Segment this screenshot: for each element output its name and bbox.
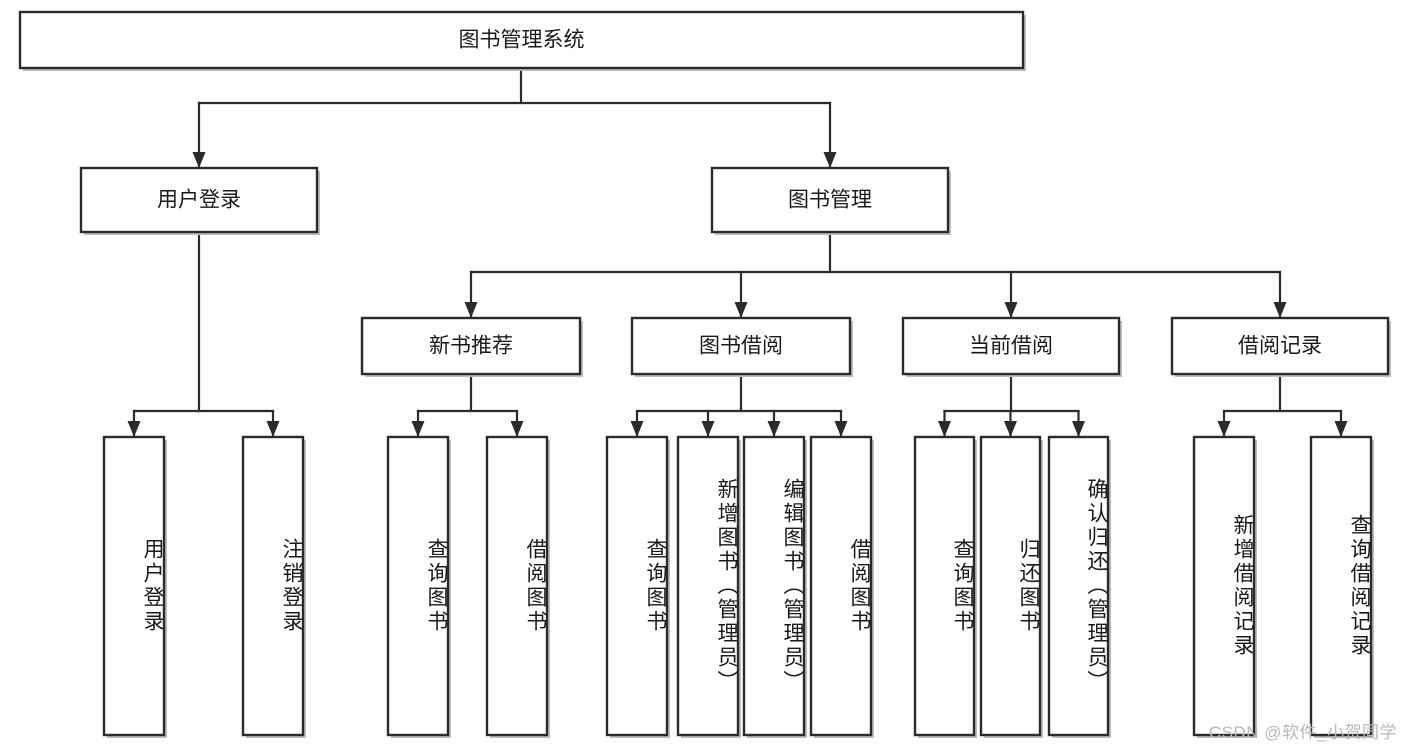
node-leaf-10[interactable] (1047, 435, 1110, 737)
arrowhead-icon-leaf-2 (411, 421, 425, 437)
node-leaf-3[interactable] (485, 435, 549, 737)
node-leaf-label-8: 查询图书 (951, 538, 974, 634)
arrowhead-icon-leaf-10 (1072, 421, 1085, 437)
node-leaf-label-11: 新增借阅记录 (1231, 514, 1254, 658)
node-leaf-label-0: 用户登录 (141, 538, 164, 634)
node-level2-1[interactable] (710, 166, 950, 234)
arrowhead-icon-level3-2 (1004, 302, 1018, 318)
node-leaf-9[interactable] (979, 435, 1042, 737)
node-leaf-label-12: 查询借阅记录 (1348, 514, 1371, 658)
arrowhead-icon-leaf-3 (510, 421, 524, 437)
node-leaf-5[interactable] (676, 435, 740, 737)
arrowhead-icon-leaf-6 (767, 421, 781, 437)
node-level2-0[interactable] (79, 166, 319, 234)
node-leaf-6[interactable] (742, 435, 806, 737)
node-leaf-4[interactable] (605, 435, 669, 737)
node-leaf-label-7: 借阅图书 (848, 538, 871, 634)
node-level2-label-0: 用户登录 (157, 189, 241, 212)
arrowhead-icon-level2-0 (192, 152, 206, 168)
node-leaf-label-9: 归还图书 (1017, 538, 1040, 634)
node-leaf-label-1: 注销登录 (280, 538, 303, 634)
arrowhead-icon-leaf-4 (630, 421, 644, 437)
arrowhead-icon-leaf-11 (1217, 421, 1231, 437)
arrowhead-icon-leaf-5 (701, 421, 715, 437)
node-leaf-0[interactable] (102, 435, 166, 737)
node-level3-1[interactable] (630, 316, 852, 376)
node-root[interactable] (18, 10, 1025, 70)
node-level3-label-1: 图书借阅 (699, 335, 783, 358)
arrowhead-icon-level3-1 (734, 302, 748, 318)
node-level3-label-0: 新书推荐 (429, 335, 513, 358)
arrowhead-icon-leaf-7 (834, 421, 848, 437)
node-leaf-1[interactable] (241, 435, 305, 737)
node-level3-0[interactable] (360, 316, 582, 376)
node-leaf-label-6: 编辑图书（管理员） (781, 478, 804, 694)
node-level3-label-2: 当前借阅 (969, 335, 1053, 358)
node-leaf-label-4: 查询图书 (644, 538, 667, 634)
arrowhead-icon-level3-0 (464, 302, 478, 318)
node-root-label: 图书管理系统 (459, 29, 585, 52)
connector-layer (127, 66, 1348, 438)
watermark-text: CSDN @软件_小贺同学 (1208, 723, 1397, 742)
node-leaf-2[interactable] (386, 435, 450, 737)
arrowhead-icon-leaf-9 (1004, 421, 1017, 437)
node-leaf-label-2: 查询图书 (425, 538, 448, 634)
node-leaf-11[interactable] (1192, 435, 1256, 737)
node-level2-label-1: 图书管理 (788, 189, 872, 212)
arrowhead-icon-leaf-8 (938, 421, 951, 437)
box-layer (18, 10, 1391, 738)
node-leaf-label-5: 新增图书（管理员） (715, 478, 738, 694)
node-leaf-8[interactable] (913, 435, 976, 737)
arrowhead-icon-leaf-12 (1334, 421, 1348, 437)
node-level3-label-3: 借阅记录 (1238, 335, 1322, 358)
node-level3-2[interactable] (901, 316, 1121, 376)
arrowhead-icon-leaf-0 (127, 421, 141, 437)
arrowhead-icon-level2-1 (823, 152, 837, 168)
node-leaf-label-3: 借阅图书 (524, 538, 547, 634)
node-leaf-label-10: 确认归还（管理员） (1085, 478, 1108, 694)
arrowhead-icon-leaf-1 (266, 421, 280, 437)
node-leaf-12[interactable] (1309, 435, 1373, 737)
node-level3-3[interactable] (1170, 316, 1390, 376)
node-leaf-7[interactable] (809, 435, 873, 737)
arrowhead-icon-level3-3 (1273, 302, 1287, 318)
